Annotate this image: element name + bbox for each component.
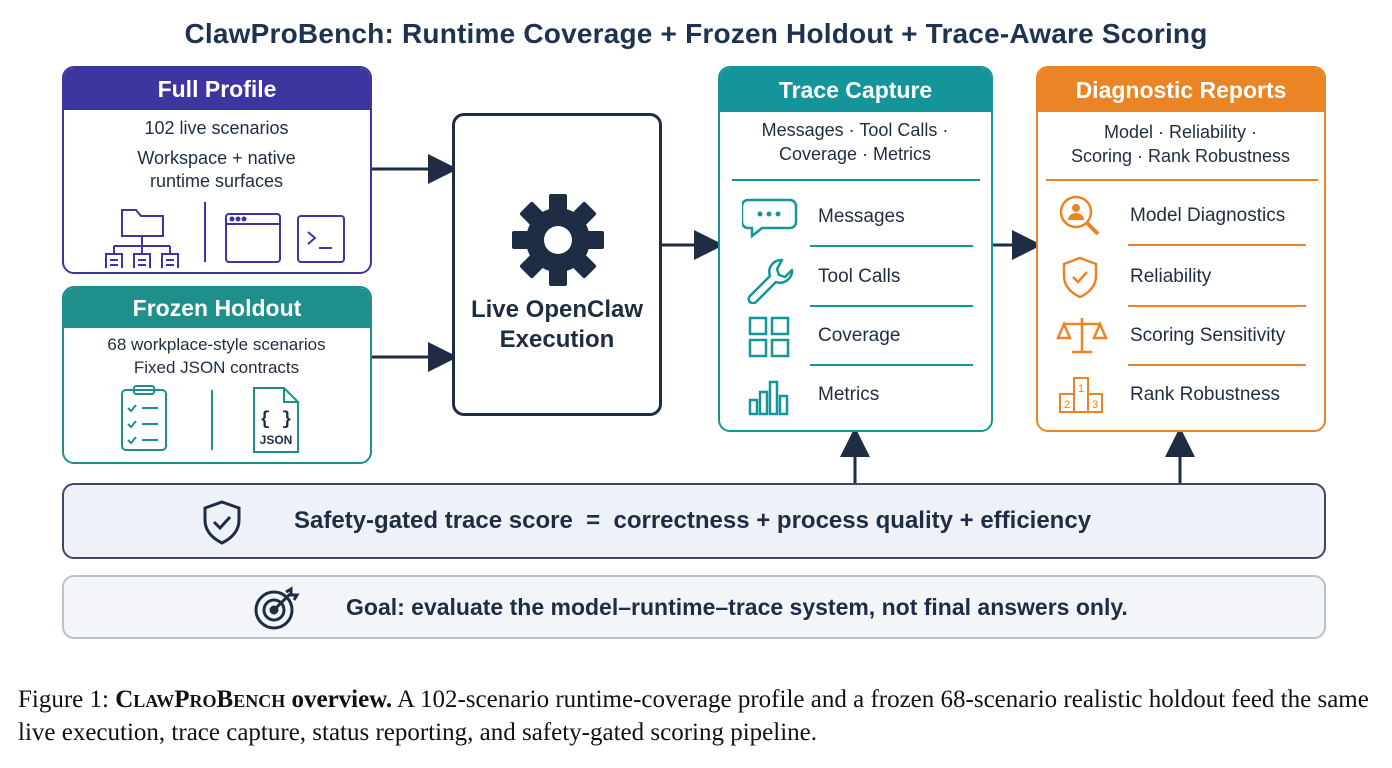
chat-icon (742, 198, 798, 239)
gear-icon (512, 194, 604, 286)
divider (810, 305, 973, 307)
caption-body: A 102-scenario runtime-coverage profile … (18, 686, 1369, 746)
divider (1128, 364, 1306, 366)
figure-title: ClawProBench: Runtime Coverage + Frozen … (184, 18, 1208, 49)
json-label: JSON (260, 433, 293, 447)
diagnostic-item-model: Model Diagnostics (1130, 205, 1286, 226)
diagnostic-reports-box: Diagnostic Reports Model · Reliability ·… (1036, 66, 1326, 432)
grid-icon (748, 316, 790, 358)
trace-item-metrics: Metrics (818, 384, 880, 405)
divider (732, 179, 980, 181)
trace-item-messages: Messages (818, 206, 905, 227)
full-profile-line2: Workspace + native (137, 148, 296, 168)
divider (1046, 179, 1318, 181)
diagnostic-reports-header: Diagnostic Reports (1038, 68, 1324, 112)
shield-check-icon (203, 500, 241, 545)
diagnostic-item-reliability: Reliability (1130, 266, 1212, 287)
clipboard-checklist-icon (121, 385, 167, 451)
wrench-icon (747, 258, 794, 304)
podium-icon: 1 2 3 (1059, 377, 1103, 413)
trace-capture-sub1: Messages · Tool Calls · (761, 120, 949, 140)
safety-score-box: Safety-gated trace score = correctness +… (62, 483, 1326, 559)
browser-window-icon (225, 213, 281, 263)
safety-score-formula: Safety-gated trace score = correctness +… (294, 507, 1092, 534)
full-profile-header: Full Profile (64, 68, 370, 110)
frozen-holdout-box: Frozen Holdout 68 workplace-style scenar… (62, 286, 372, 464)
divider (810, 245, 973, 247)
bar-chart-icon (748, 380, 789, 416)
magnifier-person-icon (1059, 195, 1100, 236)
full-profile-box: Full Profile 102 live scenarios Workspac… (62, 66, 372, 274)
podium-label-1: 1 (1078, 383, 1084, 395)
trace-item-coverage: Coverage (818, 325, 901, 346)
podium-label-3: 3 (1092, 399, 1098, 411)
podium-label-2: 2 (1064, 399, 1070, 411)
diagnostic-item-scoring-sensitivity: Scoring Sensitivity (1130, 325, 1286, 346)
goal-text: Goal: evaluate the model–runtime–trace s… (346, 594, 1128, 620)
json-file-icon (253, 387, 299, 453)
shield-check-icon (1062, 256, 1098, 299)
frozen-holdout-line2: Fixed JSON contracts (133, 358, 300, 377)
goal-box: Goal: evaluate the model–runtime–trace s… (62, 575, 1326, 639)
full-profile-icons (105, 202, 345, 268)
divider (1128, 244, 1306, 246)
trace-item-tool-calls: Tool Calls (818, 266, 901, 287)
divider (810, 364, 973, 366)
frozen-holdout-header: Frozen Holdout (64, 288, 370, 328)
trace-capture-box: Trace Capture Messages · Tool Calls · Co… (718, 66, 993, 432)
terminal-icon (297, 215, 345, 263)
caption-name: ClawProBench (115, 686, 286, 713)
balance-scale-icon (1056, 318, 1108, 354)
trace-capture-header: Trace Capture (720, 68, 991, 112)
divider (1128, 305, 1306, 307)
execution-box: Live OpenClaw Execution (452, 113, 662, 416)
caption-prefix: Figure 1: (18, 686, 116, 713)
execution-line2: Execution (499, 326, 615, 353)
target-icon (254, 586, 300, 630)
frozen-holdout-line1: 68 workplace-style scenarios (107, 335, 326, 354)
diagnostic-item-rank-robustness: Rank Robustness (1130, 384, 1280, 405)
full-profile-line3: runtime surfaces (149, 171, 284, 191)
json-braces: { } (260, 410, 292, 430)
caption-bold: overview. (285, 686, 393, 713)
execution-line1: Live OpenClaw (470, 296, 644, 323)
frozen-holdout-icons: { } JSON (121, 385, 299, 453)
figure-caption: Figure 1: ClawProBench overview. A 102-s… (18, 683, 1378, 749)
diagnostic-sub1: Model · Reliability · (1103, 122, 1258, 142)
folder-tree-icon (105, 209, 179, 268)
diagnostic-sub2: Scoring · Rank Robustness (1070, 146, 1291, 166)
full-profile-line1: 102 live scenarios (144, 118, 289, 138)
trace-capture-sub2: Coverage · Metrics (778, 144, 932, 164)
